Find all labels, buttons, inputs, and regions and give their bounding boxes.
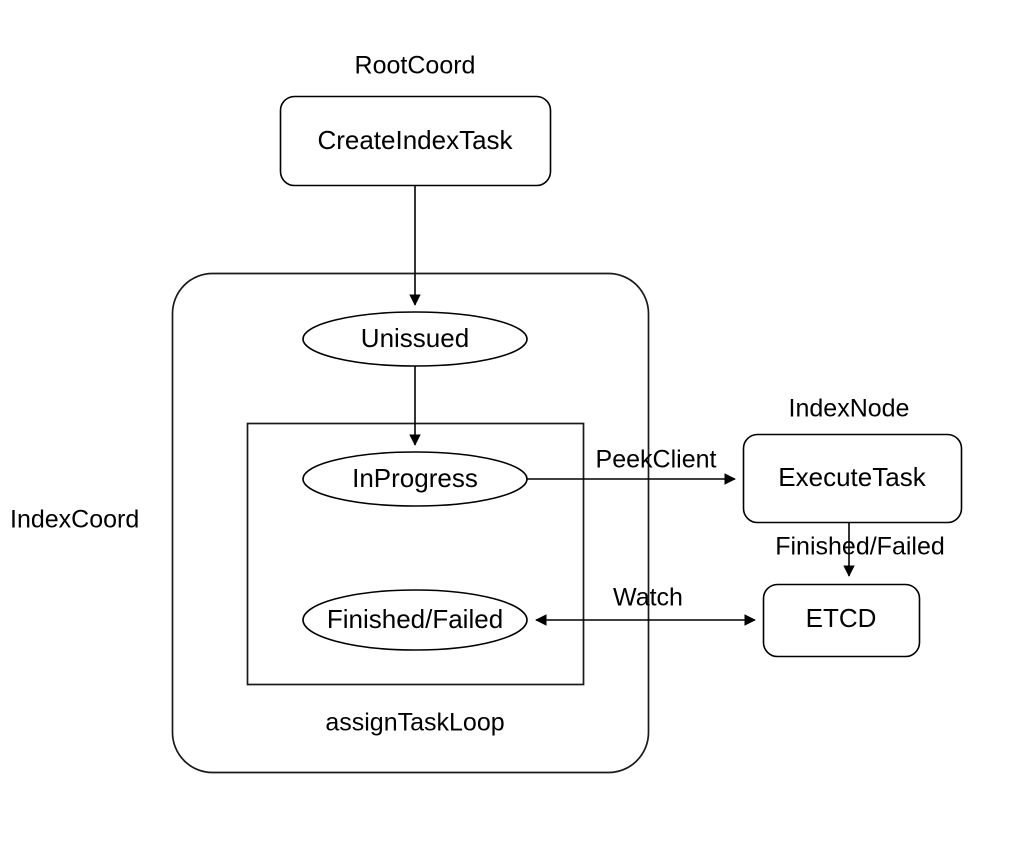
edge-executetask-to-etcd: Finished/Failed — [775, 522, 945, 577]
create-index-task-label: CreateIndexTask — [317, 125, 513, 155]
edge-inprogress-to-executetask: PeekClient — [527, 446, 736, 485]
finished-failed-shape[interactable] — [302, 589, 528, 651]
execute-task-shape[interactable] — [742, 433, 963, 524]
node-in-progress[interactable]: InProgress — [302, 451, 528, 507]
unissued-shape[interactable] — [302, 311, 528, 367]
group-index-coord: IndexCoord — [10, 272, 650, 774]
edge-label-watch: Watch — [613, 584, 683, 612]
etcd-shape[interactable] — [762, 583, 921, 658]
finished-failed-label: Finished/Failed — [327, 604, 503, 634]
assign-task-loop-label: assignTaskLoop — [325, 709, 504, 737]
execute-task-label: ExecuteTask — [778, 462, 926, 492]
root-coord-label: RootCoord — [355, 52, 476, 80]
edge-label-peekclient: PeekClient — [596, 446, 717, 474]
node-etcd[interactable]: ETCD — [762, 583, 921, 658]
index-coord-label: IndexCoord — [10, 506, 139, 534]
index-node-label: IndexNode — [789, 395, 910, 423]
node-finished-failed[interactable]: Finished/Failed — [302, 589, 528, 651]
edge-etcd-to-finishedfailed: Watch — [535, 584, 756, 626]
node-execute-task[interactable]: ExecuteTask — [742, 433, 963, 524]
edge-label-finished-failed: Finished/Failed — [775, 533, 945, 561]
etcd-label: ETCD — [806, 603, 877, 633]
index-coord-boundary — [171, 272, 650, 774]
create-index-task-shape[interactable] — [279, 95, 552, 187]
in-progress-label: InProgress — [352, 463, 478, 493]
node-unissued[interactable]: Unissued — [302, 311, 528, 367]
in-progress-shape[interactable] — [302, 451, 528, 507]
node-create-index-task[interactable]: CreateIndexTask — [279, 95, 552, 187]
unissued-label: Unissued — [361, 323, 469, 353]
